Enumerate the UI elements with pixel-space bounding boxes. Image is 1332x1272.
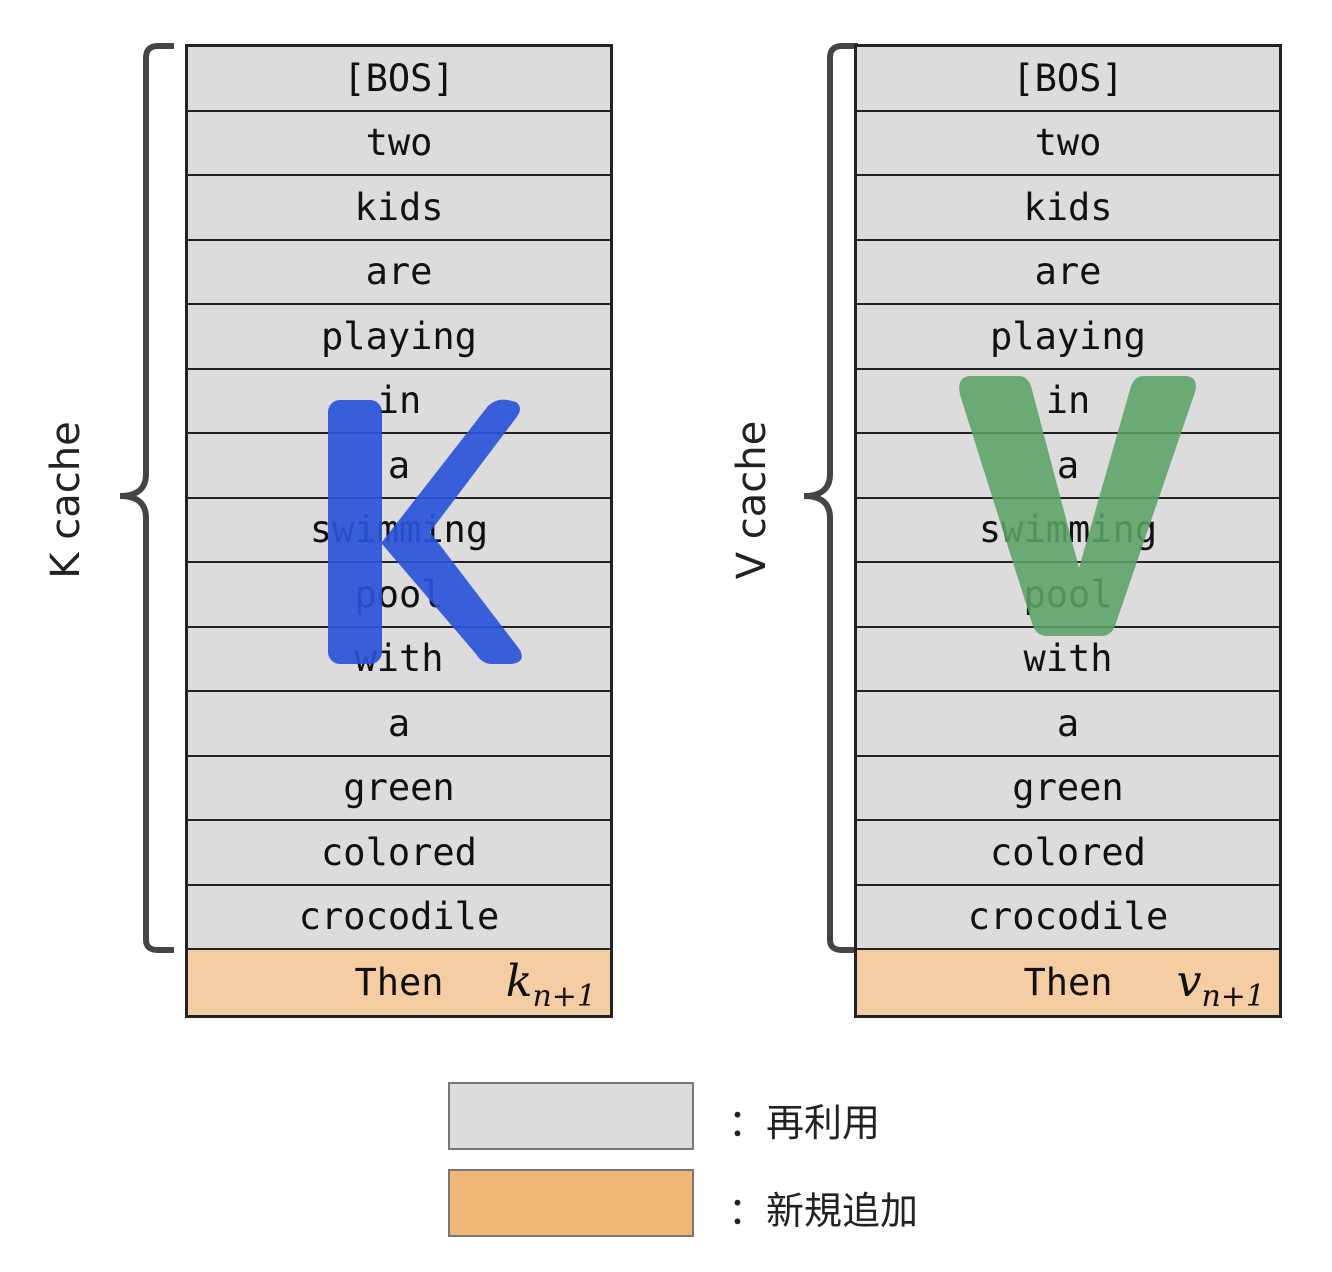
token-cell: with — [857, 627, 1279, 692]
legend-new-swatch — [448, 1169, 694, 1237]
new-token-cell: Then kn+1 — [188, 950, 610, 1015]
token-cell: two — [188, 111, 610, 176]
token-cell: two — [857, 111, 1279, 176]
token-cell: in — [857, 369, 1279, 434]
token-cell: [BOS] — [857, 47, 1279, 112]
token-cell: playing — [188, 305, 610, 370]
symbol-letter: k — [505, 956, 533, 1007]
token-cell: colored — [188, 821, 610, 886]
token-cell: a — [188, 692, 610, 757]
token-cell: green — [188, 756, 610, 821]
token-cell: a — [188, 434, 610, 499]
token-cell: kids — [188, 176, 610, 241]
token-cell: kids — [857, 176, 1279, 241]
token-cell: are — [188, 240, 610, 305]
legend-reused-label: ：再利用 — [728, 1101, 881, 1145]
new-token-text: Then — [1023, 960, 1113, 1004]
token-cell: are — [857, 240, 1279, 305]
legend-reused-swatch — [448, 1082, 694, 1150]
token-cell: a — [857, 692, 1279, 757]
new-token-text: Then — [354, 960, 444, 1004]
k-cache-brace — [119, 43, 174, 953]
token-cell: pool — [188, 563, 610, 628]
symbol-subscript: n+1 — [1201, 979, 1265, 1014]
token-cell: a — [857, 434, 1279, 499]
token-cell: pool — [857, 563, 1279, 628]
new-token-cell: Then vn+1 — [857, 950, 1279, 1015]
token-cell: with — [188, 627, 610, 692]
new-token-symbol: vn+1 — [1177, 956, 1265, 1014]
token-cell: playing — [857, 305, 1279, 370]
new-token-symbol: kn+1 — [506, 956, 596, 1014]
token-cell: colored — [857, 821, 1279, 886]
token-cell: [BOS] — [188, 47, 610, 112]
v-cache-brace — [803, 43, 858, 953]
symbol-subscript: n+1 — [532, 979, 596, 1014]
token-cell: crocodile — [188, 885, 610, 950]
legend-new-label: ：新規追加 — [728, 1189, 919, 1233]
token-cell: swimming — [857, 498, 1279, 563]
token-cell: green — [857, 756, 1279, 821]
token-cell: in — [188, 369, 610, 434]
token-cell: crocodile — [857, 885, 1279, 950]
token-cell: swimming — [188, 498, 610, 563]
symbol-letter: v — [1176, 956, 1202, 1007]
